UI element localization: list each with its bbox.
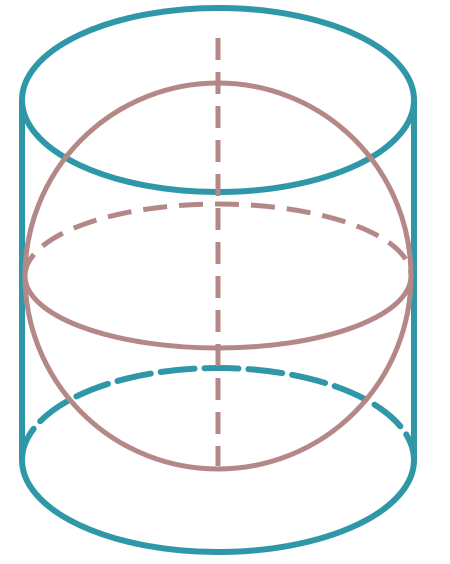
cylinder-bottom-front-arc (19, 457, 417, 555)
cylinder-bottom-back-arc (19, 365, 417, 463)
cylinder-top-ellipse (19, 5, 417, 195)
sphere-equator-back-arc (22, 201, 414, 277)
